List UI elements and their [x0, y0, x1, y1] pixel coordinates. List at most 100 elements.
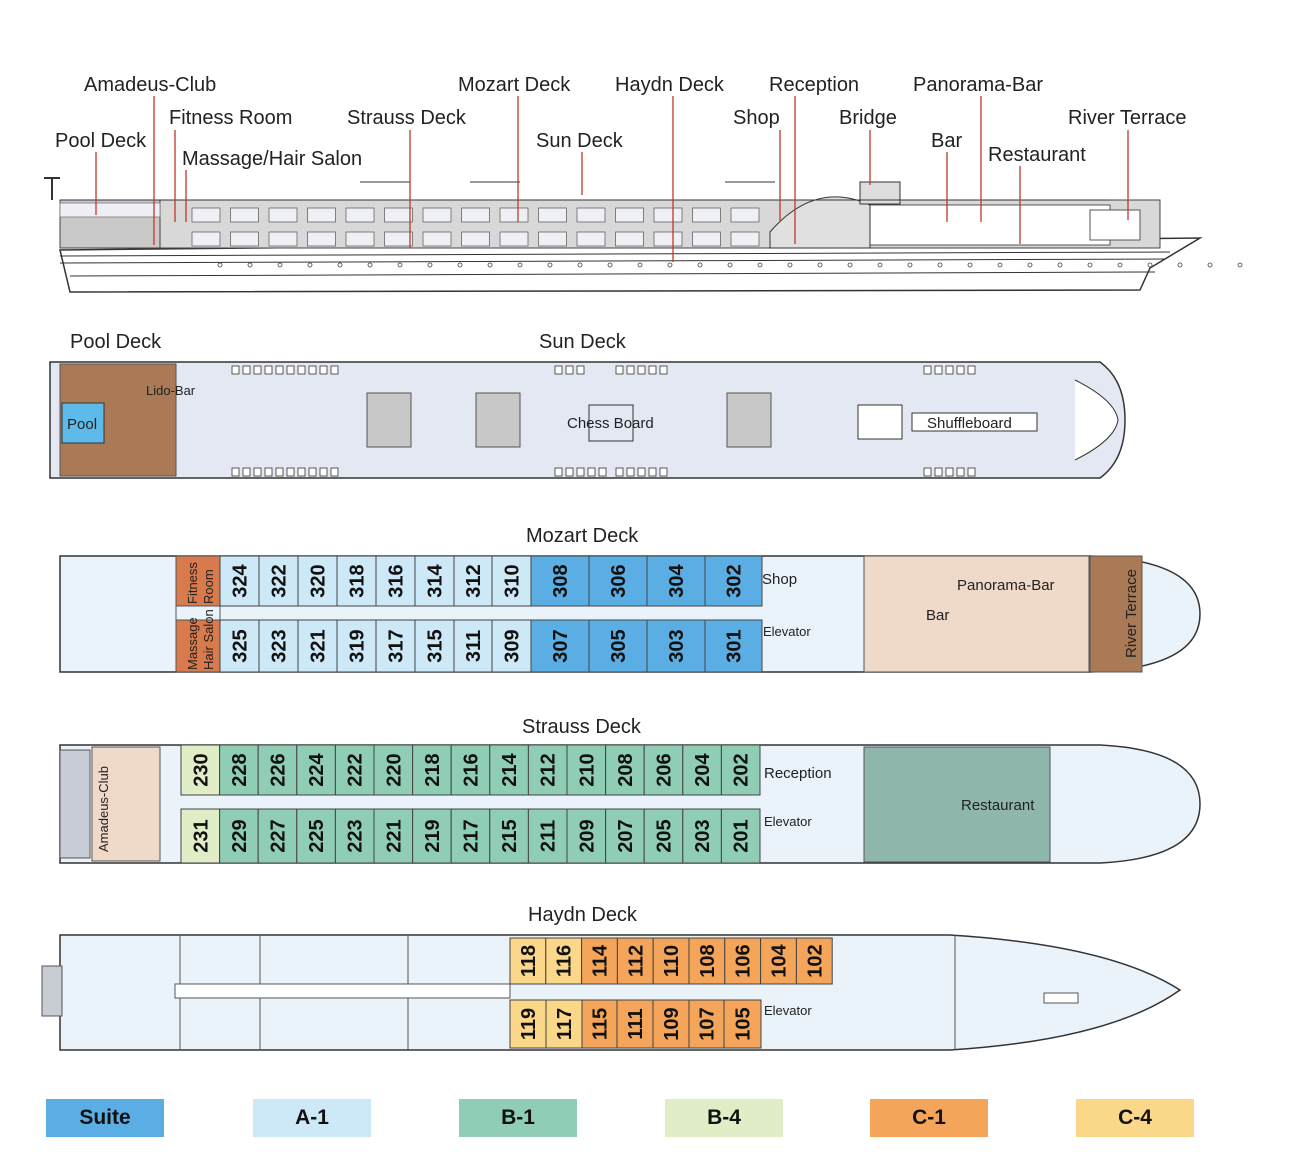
strauss-cabin-222[interactable]: 222: [334, 744, 375, 796]
cabin-box[interactable]: [219, 744, 259, 796]
haydn-cabin-108[interactable]: 108: [688, 937, 726, 985]
haydn-cabin-109[interactable]: 109: [652, 999, 690, 1049]
cabin-box[interactable]: [646, 555, 706, 607]
cabin-box[interactable]: [336, 619, 377, 673]
cabin-box[interactable]: [509, 999, 547, 1049]
strauss-cabin-216[interactable]: 216: [450, 744, 491, 796]
mozart-cabin-324[interactable]: 324: [219, 555, 260, 607]
strauss-cabin-208[interactable]: 208: [605, 744, 645, 796]
cabin-box[interactable]: [530, 555, 590, 607]
cabin-box[interactable]: [588, 555, 648, 607]
cabin-box[interactable]: [566, 808, 607, 864]
strauss-cabin-214[interactable]: 214: [489, 744, 529, 796]
cabin-box[interactable]: [373, 744, 414, 796]
cabin-box[interactable]: [491, 555, 532, 607]
cabin-box[interactable]: [180, 808, 221, 864]
mozart-cabin-310[interactable]: 310: [491, 555, 532, 607]
cabin-box[interactable]: [720, 744, 761, 796]
mozart-cabin-318[interactable]: 318: [336, 555, 377, 607]
cabin-box[interactable]: [605, 744, 645, 796]
mozart-cabin-319[interactable]: 319: [336, 619, 377, 673]
strauss-cabin-230[interactable]: 230: [180, 744, 221, 796]
mozart-cabin-308[interactable]: 308: [530, 555, 590, 607]
strauss-cabin-231[interactable]: 231: [180, 808, 221, 864]
haydn-cabin-118[interactable]: 118: [509, 937, 547, 985]
haydn-cabin-116[interactable]: 116: [545, 937, 583, 985]
mozart-cabin-325[interactable]: 325: [219, 619, 260, 673]
strauss-cabin-227[interactable]: 227: [257, 808, 298, 864]
cabin-box[interactable]: [795, 937, 833, 985]
strauss-cabin-209[interactable]: 209: [566, 808, 607, 864]
cabin-box[interactable]: [704, 619, 763, 673]
strauss-cabin-225[interactable]: 225: [296, 808, 336, 864]
cabin-box[interactable]: [257, 744, 298, 796]
cabin-box[interactable]: [219, 555, 260, 607]
strauss-cabin-224[interactable]: 224: [296, 744, 336, 796]
haydn-cabin-119[interactable]: 119: [509, 999, 547, 1049]
mozart-cabin-322[interactable]: 322: [258, 555, 299, 607]
mozart-cabin-314[interactable]: 314: [414, 555, 455, 607]
cabin-box[interactable]: [450, 744, 491, 796]
cabin-box[interactable]: [682, 808, 722, 864]
haydn-cabin-117[interactable]: 117: [545, 999, 583, 1049]
cabin-box[interactable]: [688, 999, 725, 1049]
cabin-box[interactable]: [643, 744, 684, 796]
strauss-cabin-211[interactable]: 211: [527, 808, 568, 864]
mozart-cabin-307[interactable]: 307: [530, 619, 590, 673]
cabin-box[interactable]: [412, 744, 452, 796]
cabin-box[interactable]: [704, 555, 763, 607]
cabin-box[interactable]: [720, 808, 761, 864]
strauss-cabin-212[interactable]: 212: [527, 744, 568, 796]
mozart-cabin-309[interactable]: 309: [491, 619, 532, 673]
strauss-cabin-219[interactable]: 219: [412, 808, 452, 864]
cabin-box[interactable]: [296, 744, 336, 796]
cabin-box[interactable]: [588, 619, 648, 673]
haydn-cabin-111[interactable]: 111: [616, 999, 654, 1049]
mozart-cabin-320[interactable]: 320: [297, 555, 338, 607]
mozart-cabin-312[interactable]: 312: [453, 555, 493, 607]
cabin-box[interactable]: [652, 937, 690, 985]
haydn-cabin-110[interactable]: 110: [652, 937, 690, 985]
cabin-box[interactable]: [334, 744, 375, 796]
cabin-box[interactable]: [545, 999, 583, 1049]
mozart-cabin-306[interactable]: 306: [588, 555, 648, 607]
haydn-cabin-112[interactable]: 112: [616, 937, 654, 985]
cabin-box[interactable]: [489, 744, 529, 796]
strauss-cabin-210[interactable]: 210: [566, 744, 607, 796]
mozart-cabin-323[interactable]: 323: [258, 619, 299, 673]
haydn-cabin-115[interactable]: 115: [581, 999, 618, 1049]
cabin-box[interactable]: [530, 619, 590, 673]
cabin-box[interactable]: [373, 808, 414, 864]
cabin-box[interactable]: [334, 808, 375, 864]
haydn-cabin-114[interactable]: 114: [581, 937, 618, 985]
cabin-box[interactable]: [643, 808, 684, 864]
strauss-cabin-202[interactable]: 202: [720, 744, 761, 796]
cabin-box[interactable]: [616, 999, 654, 1049]
cabin-box[interactable]: [527, 808, 568, 864]
cabin-box[interactable]: [180, 744, 221, 796]
strauss-cabin-220[interactable]: 220: [373, 744, 414, 796]
strauss-cabin-206[interactable]: 206: [643, 744, 684, 796]
cabin-box[interactable]: [375, 555, 416, 607]
cabin-box[interactable]: [605, 808, 645, 864]
haydn-cabin-107[interactable]: 107: [688, 999, 725, 1049]
haydn-cabin-104[interactable]: 104: [760, 937, 797, 985]
cabin-box[interactable]: [375, 619, 416, 673]
cabin-box[interactable]: [491, 619, 532, 673]
mozart-cabin-315[interactable]: 315: [414, 619, 455, 673]
mozart-cabin-317[interactable]: 317: [375, 619, 416, 673]
haydn-cabin-106[interactable]: 106: [724, 937, 762, 985]
strauss-cabin-226[interactable]: 226: [257, 744, 298, 796]
strauss-cabin-217[interactable]: 217: [450, 808, 491, 864]
mozart-cabin-305[interactable]: 305: [588, 619, 648, 673]
haydn-cabin-105[interactable]: 105: [723, 999, 762, 1049]
cabin-box[interactable]: [489, 808, 529, 864]
strauss-cabin-218[interactable]: 218: [412, 744, 452, 796]
cabin-box[interactable]: [219, 808, 259, 864]
strauss-cabin-204[interactable]: 204: [682, 744, 722, 796]
strauss-cabin-203[interactable]: 203: [682, 808, 722, 864]
cabin-box[interactable]: [545, 937, 583, 985]
strauss-cabin-229[interactable]: 229: [219, 808, 259, 864]
mozart-cabin-301[interactable]: 301: [704, 619, 763, 673]
cabin-box[interactable]: [297, 619, 338, 673]
